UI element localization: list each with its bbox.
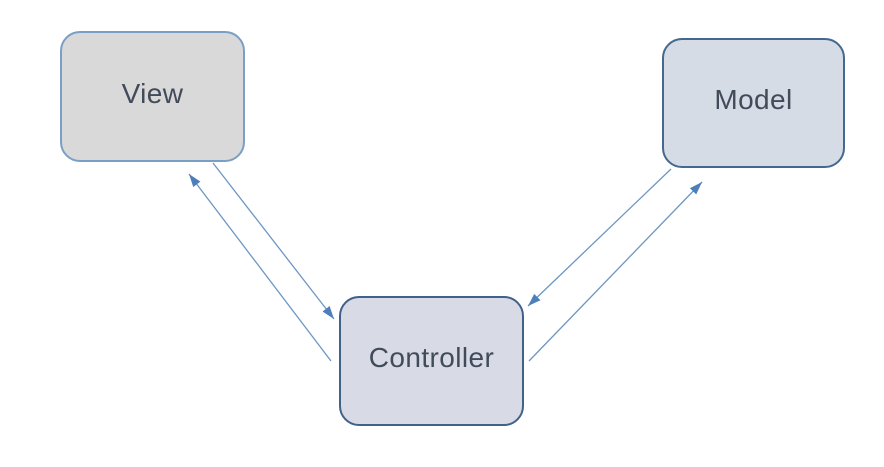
edge-controller-to-view	[188, 173, 332, 362]
node-model-label: Model	[714, 84, 793, 115]
node-view: View	[60, 31, 245, 162]
edge-controller-to-model	[528, 181, 703, 362]
node-model: Model	[662, 38, 845, 168]
edge-model-to-controller	[527, 168, 672, 307]
node-controller-label: Controller	[368, 342, 495, 373]
node-controller: Controller	[339, 296, 524, 426]
node-view-label: View	[121, 77, 184, 109]
edge-view-to-controller	[212, 162, 335, 320]
